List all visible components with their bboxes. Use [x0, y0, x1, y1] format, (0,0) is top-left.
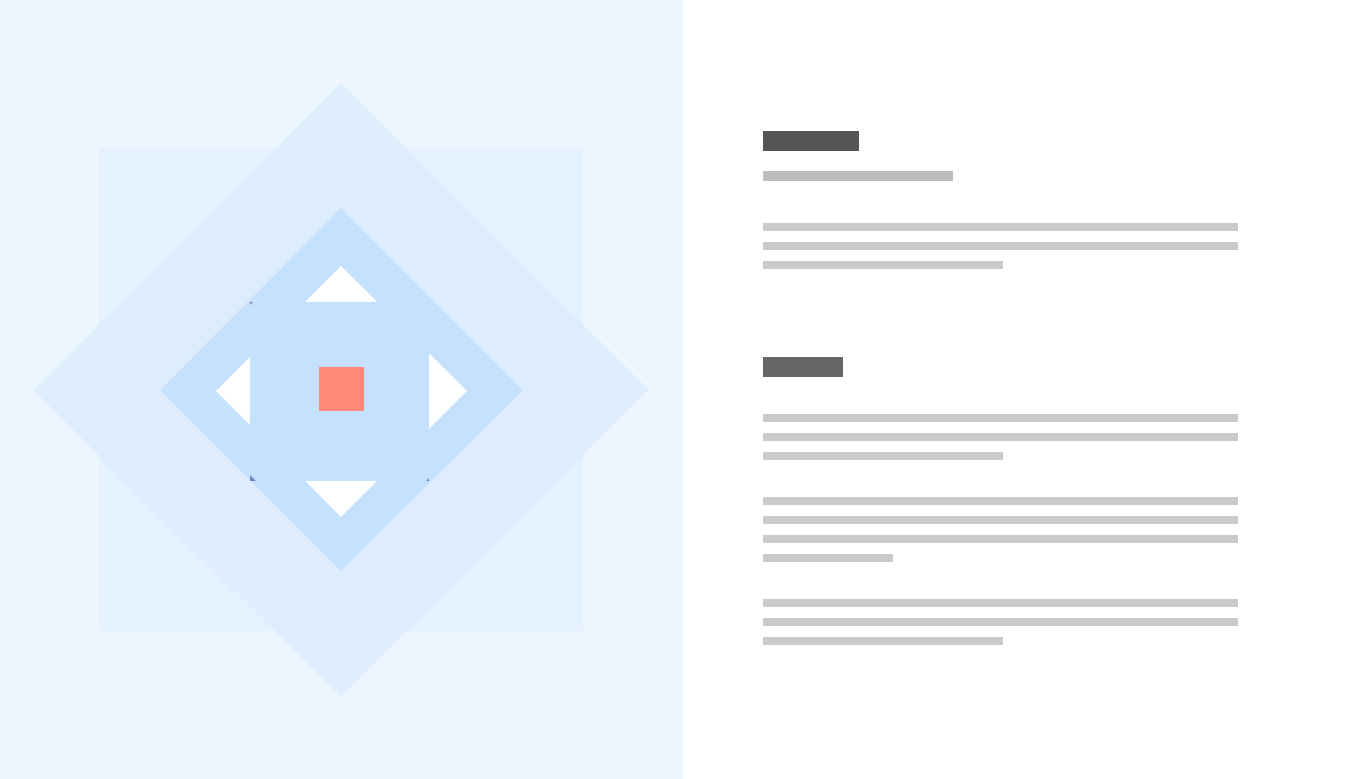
section2-paragraph1-line: [763, 414, 1238, 422]
section2-paragraph2-line: [763, 516, 1238, 524]
section2-paragraph2-line: [763, 535, 1238, 543]
section2-paragraph3-line: [763, 599, 1238, 607]
nested-diamond-graphic: [33, 83, 649, 697]
section2-paragraph3-line: [763, 637, 1003, 645]
section1-text-line: [763, 242, 1238, 250]
section1-text-line: [763, 261, 1003, 269]
section1-subtitle-placeholder: [763, 171, 953, 181]
section1-text-line: [763, 223, 1238, 231]
content-panel: [683, 0, 1366, 779]
section2-paragraph2-line: [763, 554, 893, 562]
center-square-shape: [319, 367, 364, 411]
section2-paragraph3-line: [763, 618, 1238, 626]
section2-paragraph1-line: [763, 433, 1238, 441]
illustration-panel: [0, 0, 683, 779]
section2-paragraph1-line: [763, 452, 1003, 460]
section2-heading-placeholder: [763, 357, 843, 377]
section1-heading-placeholder: [763, 131, 859, 151]
section2-paragraph2-line: [763, 497, 1238, 505]
